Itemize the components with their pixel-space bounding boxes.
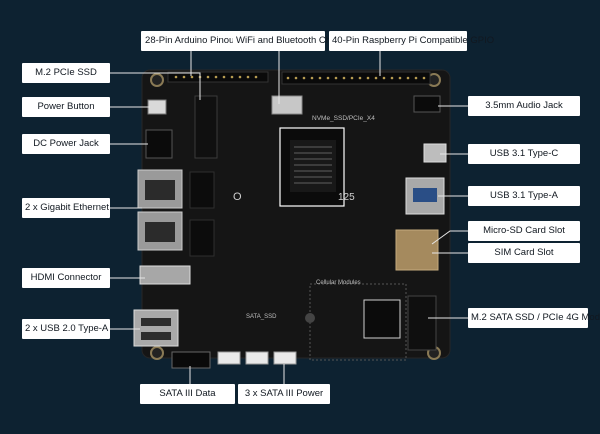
label-usb20-type-a: 2 x USB 2.0 Type-A xyxy=(22,319,110,339)
power-button-part xyxy=(147,99,167,115)
label-dc-power-jack: DC Power Jack xyxy=(22,134,110,154)
label-microsd-slot: Micro-SD Card Slot xyxy=(468,221,580,241)
ethernet-opening xyxy=(145,222,175,242)
usb2-port xyxy=(133,309,179,347)
label-rpi-gpio: 40-Pin Raspberry Pi Compatible GPIO xyxy=(329,31,494,51)
mounting-hole xyxy=(150,346,164,360)
silkscreen-sata: SATA_SSD xyxy=(246,314,277,320)
cellular-chip xyxy=(363,299,401,339)
silkscreen-cellular: Cellular Modules xyxy=(316,280,361,286)
usb3-tongue xyxy=(413,188,437,202)
wifi-chip-part xyxy=(271,95,303,115)
mounting-hole xyxy=(150,73,164,87)
silkscreen-model: O xyxy=(233,191,242,203)
label-audio-jack: 3.5mm Audio Jack xyxy=(468,96,580,116)
audio-jack-part xyxy=(413,95,441,113)
standoff xyxy=(305,313,315,323)
label-sata-power: 3 x SATA III Power xyxy=(238,384,330,404)
usb2-opening xyxy=(141,332,171,340)
label-usb31-type-a: USB 3.1 Type-A xyxy=(468,186,580,206)
label-sim-slot: SIM Card Slot xyxy=(468,243,580,263)
m2-sata-slot xyxy=(407,295,437,351)
silkscreen-model-suffix: 125 xyxy=(338,192,355,203)
silkscreen-nvme: NVMe_SSD/PCIe_X4 xyxy=(312,115,375,122)
label-power-button: Power Button xyxy=(22,97,110,117)
label-wifi-bt-chip: WiFi and Bluetooth Chip xyxy=(233,31,338,51)
label-m2-sata-4g: M.2 SATA SSD / PCIe 4G Module xyxy=(468,308,600,328)
label-sata-data: SATA III Data xyxy=(140,384,235,404)
label-m2-pcie-ssd: M.2 PCIe SSD xyxy=(22,63,110,83)
ethernet-opening xyxy=(145,180,175,200)
usb2-opening xyxy=(141,318,171,326)
sata-data-port xyxy=(171,351,211,369)
sata-power-port xyxy=(217,351,241,365)
dc-jack-part xyxy=(145,129,173,159)
label-hdmi-connector: HDMI Connector xyxy=(22,268,110,288)
m2-pcie-slot xyxy=(194,95,218,159)
gpio-header xyxy=(281,71,431,85)
usb-c-port xyxy=(423,143,447,163)
sata-power-port xyxy=(273,351,297,365)
label-usb31-type-c: USB 3.1 Type-C xyxy=(468,144,580,164)
memory-chip xyxy=(189,219,215,257)
label-arduino-pinout: 28-Pin Arduino Pinout xyxy=(141,31,241,51)
label-gigabit-ethernet: 2 x Gigabit Ethernet xyxy=(22,198,110,218)
memory-chip xyxy=(189,171,215,209)
leader-lines xyxy=(110,49,468,384)
arduino-header xyxy=(167,71,269,83)
sata-power-port xyxy=(245,351,269,365)
sd-sim-slot xyxy=(395,229,439,271)
hdmi-port xyxy=(139,265,191,285)
